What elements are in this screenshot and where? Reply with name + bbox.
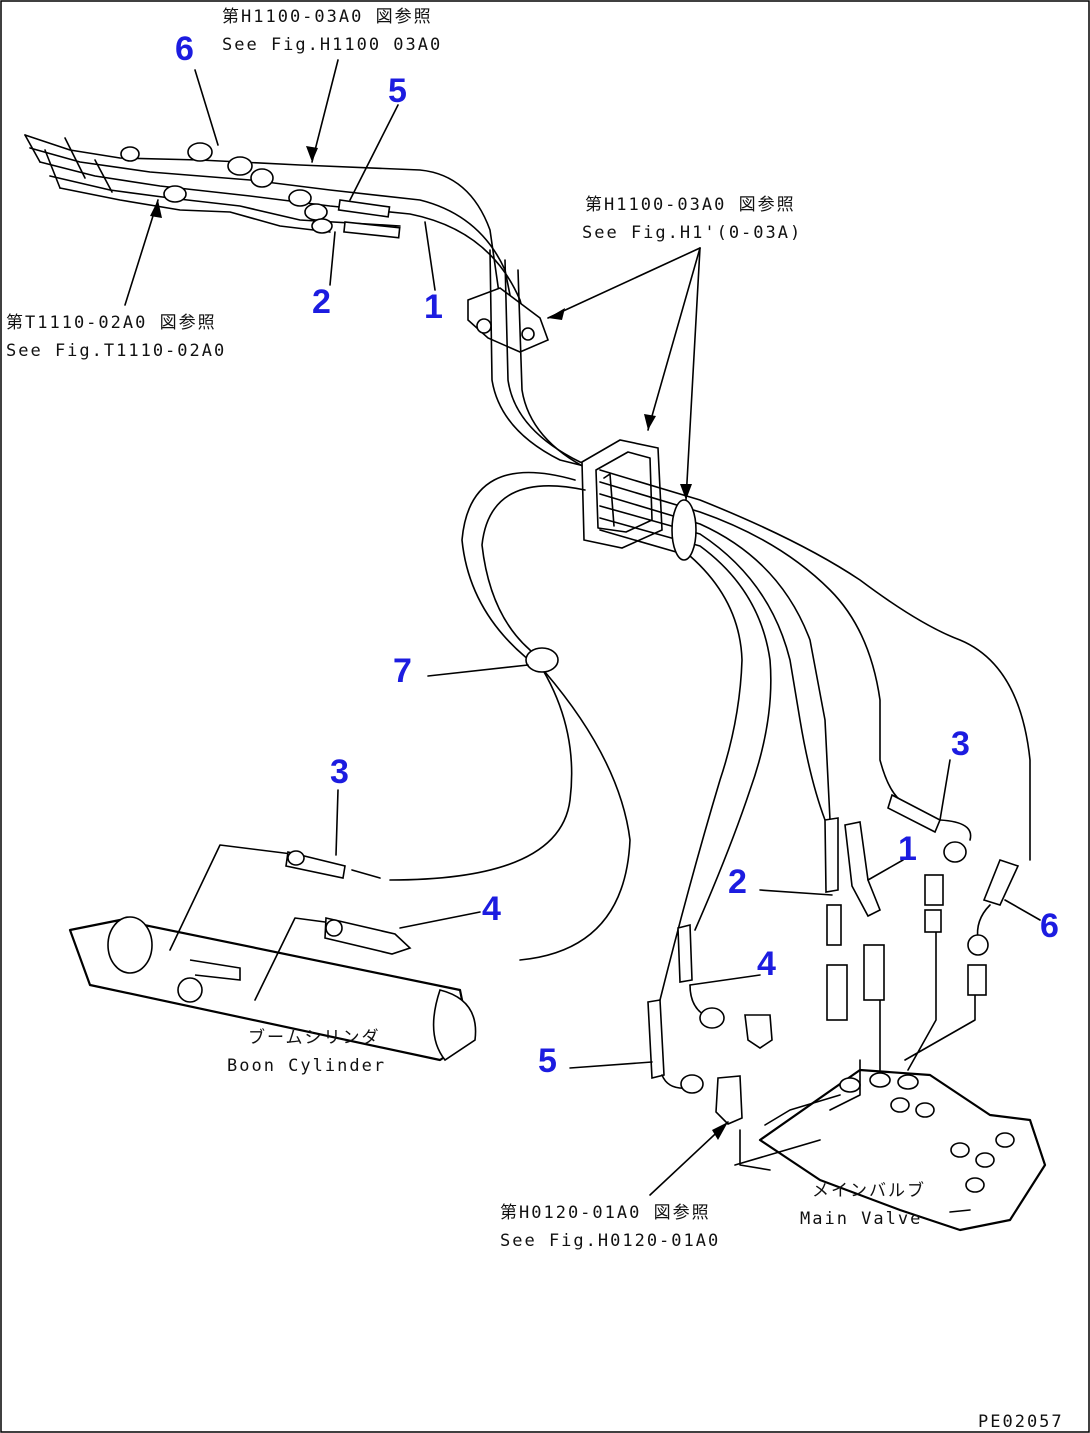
reference-bottom-en: See Fig.H0120-01A0 [500, 1231, 720, 1251]
fitting [120, 146, 140, 162]
vertical-hose-run [489, 249, 621, 479]
callout-1-right: 1 [898, 830, 917, 868]
main-hose-bundle [599, 469, 1031, 1001]
upper-hose-bundle [24, 134, 529, 331]
reference-middle: 第H1100-03A0 図参照 See Fig.H1'(0-03A) [582, 195, 802, 243]
leader-lines [124, 59, 1041, 1213]
boom-cylinder-jp: ブームシリンダ [248, 1027, 381, 1048]
callout-4-right: 4 [757, 945, 776, 983]
reference-bottom-jp: 第H0120-01A0 図参照 [500, 1203, 711, 1223]
fitting [304, 203, 328, 221]
hose-7-loop [389, 471, 631, 961]
fitting [227, 156, 253, 176]
callout-2-right: 2 [728, 863, 747, 901]
reference-left-jp: 第T1110-02A0 図参照 [6, 313, 217, 333]
callouts: 6 5 2 1 7 3 4 3 1 2 4 6 5 [175, 30, 1059, 1080]
callout-3-right: 3 [951, 725, 970, 763]
drawing-code: PE02057 [978, 1412, 1064, 1432]
main-valve-label: メインバルブ Main Valve [800, 1180, 926, 1229]
boom-cylinder-label: ブームシリンダ Boon Cylinder [227, 1027, 386, 1076]
reference-top: 第H1100-03A0 図参照 See Fig.H1100 03A0 [222, 7, 442, 55]
reference-middle-en: See Fig.H1'(0-03A) [582, 223, 802, 243]
callout-5-top: 5 [388, 72, 407, 110]
reference-left: 第T1110-02A0 図参照 See Fig.T1110-02A0 [6, 313, 226, 361]
fitting [163, 185, 187, 203]
callout-4-left: 4 [482, 890, 501, 928]
hose-end [343, 221, 401, 239]
right-hose-fittings [647, 793, 1020, 1125]
reference-top-en: See Fig.H1100 03A0 [222, 35, 442, 55]
callout-5-right: 5 [538, 1042, 557, 1080]
callout-2-top: 2 [312, 283, 331, 321]
callout-1-top: 1 [424, 288, 443, 326]
fitting [187, 142, 213, 162]
left-hose-fittings [285, 850, 412, 955]
reference-left-en: See Fig.T1110-02A0 [6, 341, 226, 361]
fitting [288, 189, 312, 207]
main-valve-en: Main Valve [800, 1209, 922, 1229]
callout-6-right: 6 [1040, 907, 1059, 945]
reference-bottom: 第H0120-01A0 図参照 See Fig.H0120-01A0 [500, 1203, 720, 1251]
boom-cylinder-en: Boon Cylinder [227, 1056, 386, 1076]
hose-collar [671, 499, 697, 561]
reference-middle-jp: 第H1100-03A0 図参照 [585, 195, 796, 215]
upper-clamp [467, 287, 550, 353]
callout-6-top: 6 [175, 30, 194, 68]
hose-clamp [525, 647, 559, 673]
hose-end [337, 199, 391, 218]
callout-3-left: 3 [330, 753, 349, 791]
callout-7: 7 [393, 652, 412, 690]
fitting [311, 218, 333, 234]
main-valve-jp: メインバルブ [812, 1180, 926, 1201]
main-valve [734, 929, 1047, 1232]
reference-top-jp: 第H1100-03A0 図参照 [222, 7, 433, 27]
fitting [250, 168, 274, 188]
